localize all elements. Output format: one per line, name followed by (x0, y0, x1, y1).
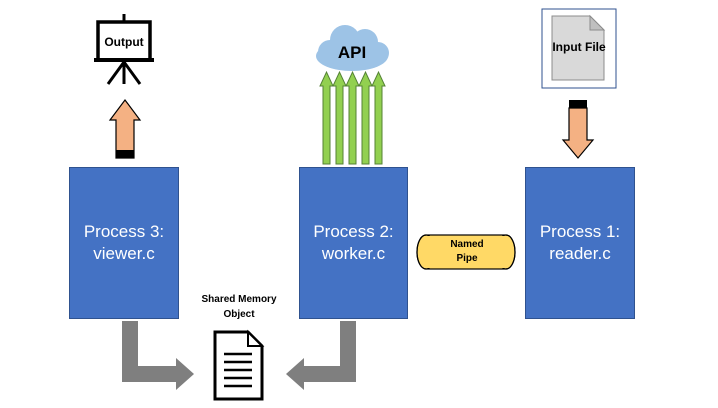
shared-memory-line1: Shared Memory (201, 294, 277, 305)
document-lines-icon (213, 329, 265, 401)
process-1-title: Process 1: (539, 222, 621, 241)
shared-memory-label: Shared Memory Object (180, 292, 298, 322)
process-1-box: Process 1: reader.c (525, 167, 635, 319)
named-pipe-line1: Named (450, 239, 484, 250)
output-label: Output (104, 35, 144, 49)
process-1-file: reader.c (549, 244, 611, 263)
projector-screen-icon (94, 14, 154, 85)
shared-memory-arrow-left (122, 321, 194, 390)
document-icon (541, 8, 617, 89)
cloud-icon (316, 25, 389, 71)
process-3-file: viewer.c (93, 244, 155, 263)
process-3-title: Process 3: (83, 222, 165, 241)
named-pipe-cylinder (416, 234, 516, 270)
process-2-title: Process 2: (313, 222, 394, 241)
shared-memory-line2: Object (223, 309, 255, 320)
process-2-box: Process 2: worker.c (299, 167, 408, 319)
input-file-label: Input File (552, 40, 606, 54)
named-pipe-label: Named Pipe (430, 238, 504, 266)
api-arrows (319, 70, 386, 165)
api-label: API (337, 43, 367, 62)
output-arrow (108, 99, 142, 159)
shared-memory-arrow-right (286, 321, 356, 390)
process-3-box: Process 3: viewer.c (69, 167, 179, 319)
input-arrow (561, 100, 595, 159)
named-pipe-line2: Pipe (456, 253, 478, 264)
process-2-file: worker.c (321, 244, 386, 263)
